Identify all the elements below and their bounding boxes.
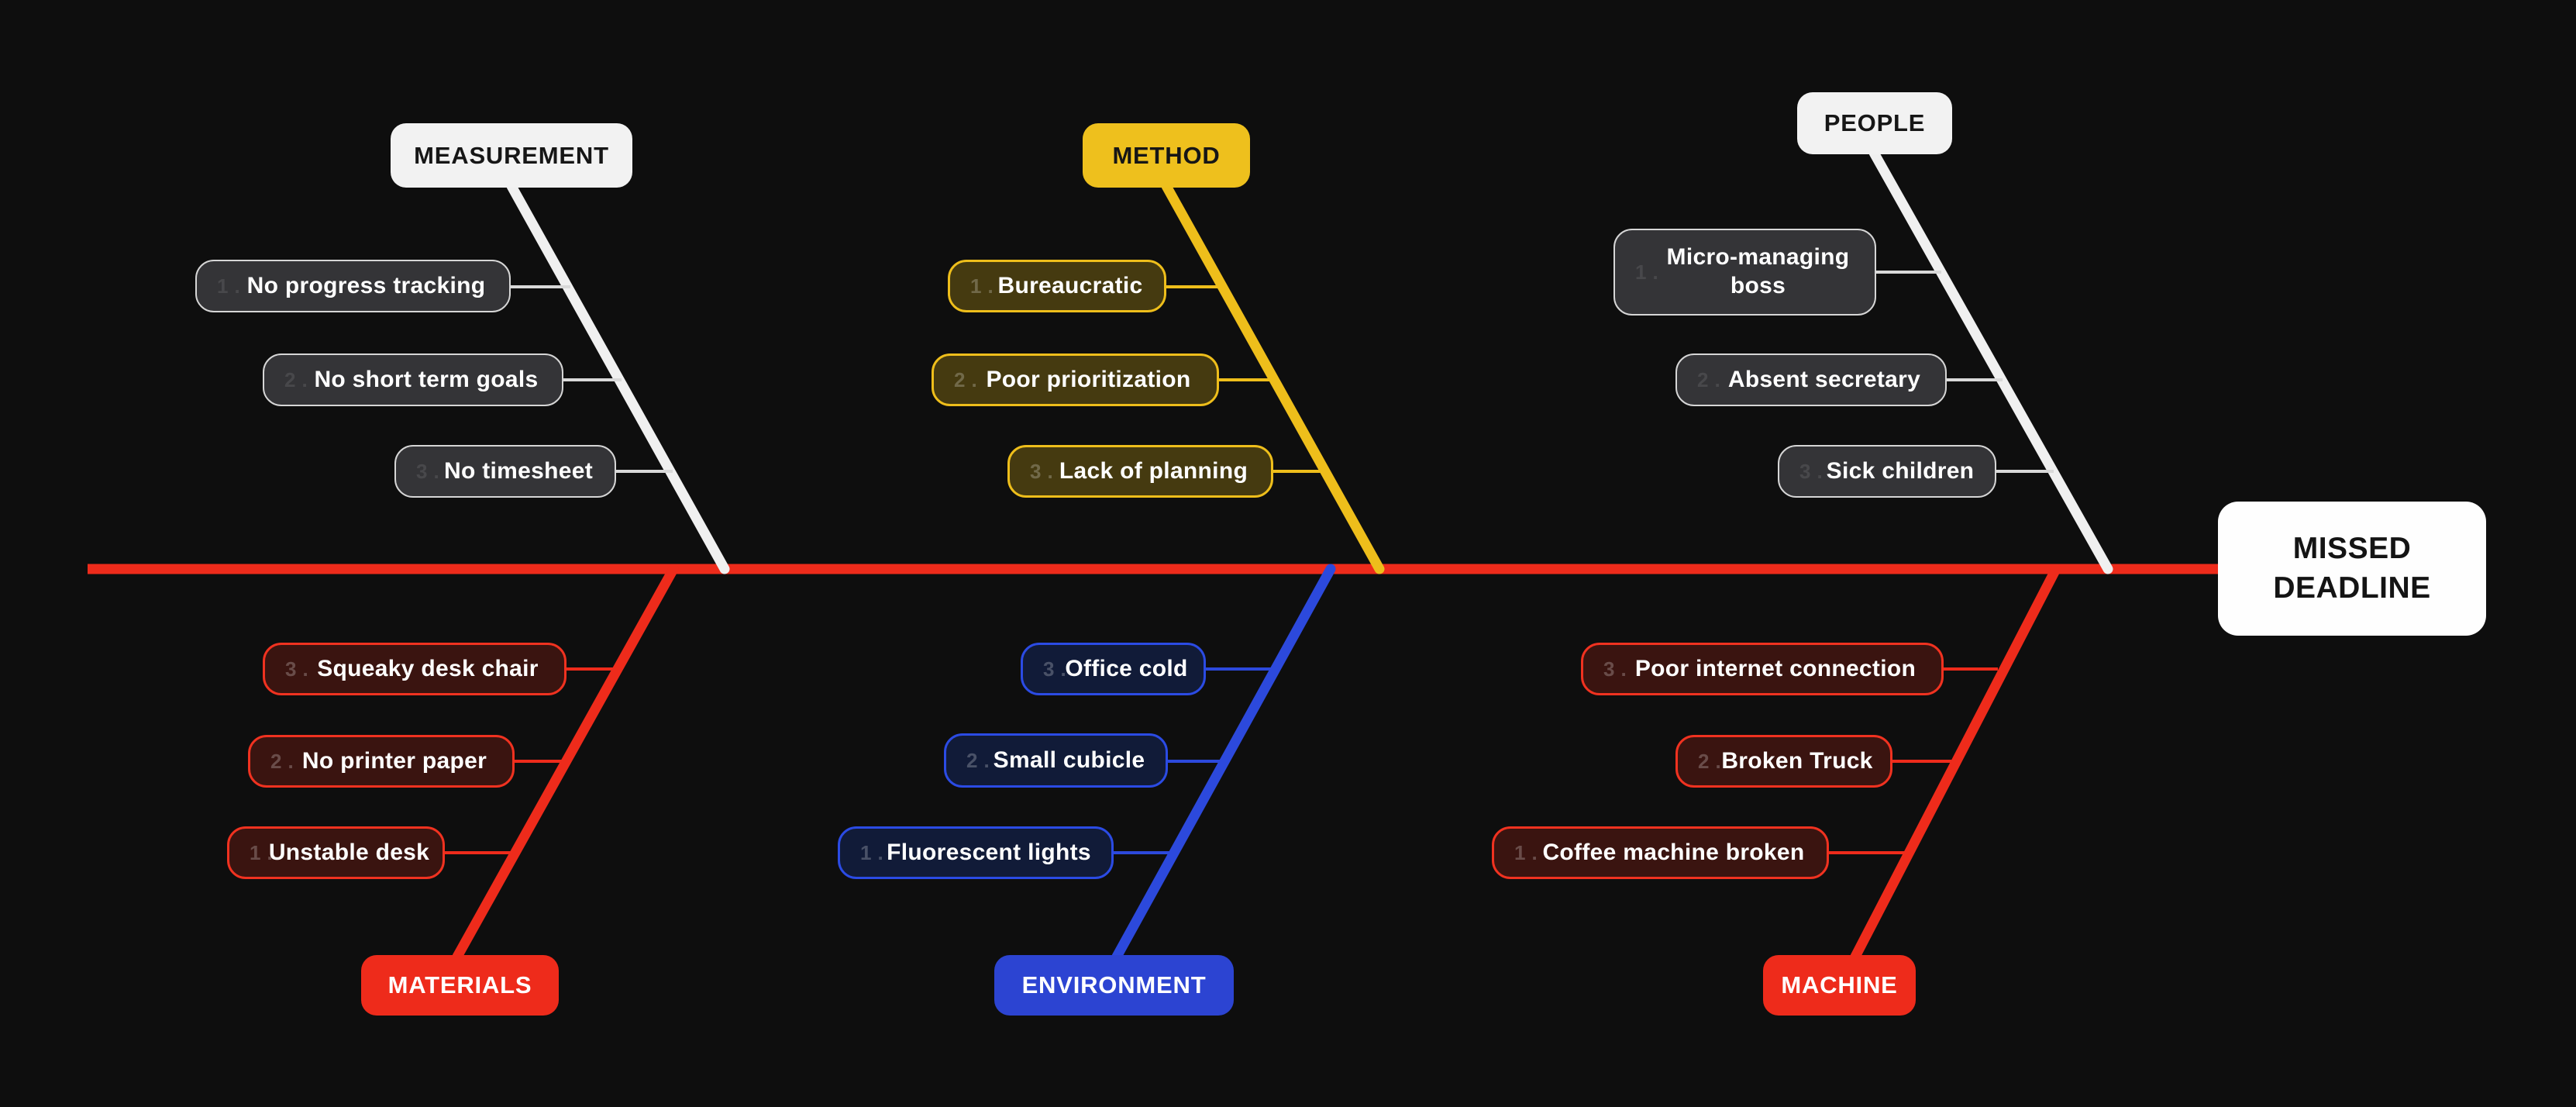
cause-label: Office cold bbox=[1065, 655, 1188, 681]
cause-node-no-printer-paper[interactable]: 2. No printer paper bbox=[248, 735, 515, 788]
cause-number: 3. bbox=[416, 459, 446, 483]
cause-label: Small cubicle bbox=[993, 747, 1145, 773]
cause-label: Broken Truck bbox=[1721, 747, 1873, 774]
cause-label: Bureaucratic bbox=[997, 272, 1143, 298]
cause-node-micro-managing-boss[interactable]: 1. Micro-managing boss bbox=[1613, 229, 1876, 316]
cause-number: 1. bbox=[860, 840, 890, 864]
cause-node-squeaky-desk-chair[interactable]: 3. Squeaky desk chair bbox=[263, 643, 567, 695]
cause-node-no-timesheet[interactable]: 3. No timesheet bbox=[394, 445, 616, 498]
cause-node-broken-truck[interactable]: 2. Broken Truck bbox=[1675, 735, 1892, 788]
cause-label: Sick children bbox=[1826, 457, 1975, 484]
branch-line-measurement bbox=[506, 181, 730, 574]
cause-number: 3. bbox=[1043, 657, 1073, 681]
cause-number: 1. bbox=[217, 274, 246, 298]
cause-number: 2. bbox=[284, 367, 314, 391]
cause-node-bureaucratic[interactable]: 1. Bureaucratic bbox=[948, 260, 1166, 312]
cause-node-small-cubicle[interactable]: 2. Small cubicle bbox=[944, 733, 1168, 788]
branch-label-method[interactable]: METHOD bbox=[1083, 123, 1250, 188]
head-node-missed-deadline[interactable]: MISSED DEADLINE bbox=[2218, 502, 2486, 636]
cause-number: 1. bbox=[1514, 840, 1544, 864]
branch-line-machine bbox=[1850, 564, 2061, 962]
cause-node-lack-of-planning[interactable]: 3. Lack of planning bbox=[1007, 445, 1273, 498]
cause-number: 2. bbox=[966, 748, 996, 772]
cause-number: 3. bbox=[1603, 657, 1633, 681]
cause-number: 1. bbox=[250, 840, 279, 864]
cause-number: 2. bbox=[1697, 367, 1727, 391]
cause-number: 2. bbox=[270, 749, 300, 773]
cause-label: Poor prioritization bbox=[986, 366, 1191, 392]
cause-label: Lack of planning bbox=[1059, 457, 1248, 484]
cause-number: 3. bbox=[1799, 459, 1829, 483]
branch-line-people bbox=[1868, 147, 2113, 574]
cause-label: No printer paper bbox=[301, 747, 487, 774]
cause-label: Fluorescent lights bbox=[887, 839, 1091, 865]
cause-node-no-progress-tracking[interactable]: 1. No progress tracking bbox=[195, 260, 511, 312]
cause-node-coffee-machine-broken[interactable]: 1. Coffee machine broken bbox=[1492, 826, 1829, 879]
cause-label: No progress tracking bbox=[246, 272, 486, 298]
cause-label: Unstable desk bbox=[268, 839, 430, 865]
branch-label-machine[interactable]: MACHINE bbox=[1763, 955, 1916, 1016]
cause-label: Squeaky desk chair bbox=[317, 655, 539, 681]
cause-node-fluorescent-lights[interactable]: 1. Fluorescent lights bbox=[838, 826, 1114, 879]
cause-node-poor-prioritization[interactable]: 2. Poor prioritization bbox=[932, 353, 1219, 406]
branch-label-materials[interactable]: MATERIALS bbox=[361, 955, 559, 1016]
cause-label: No short term goals bbox=[314, 366, 539, 392]
cause-number: 3. bbox=[1030, 459, 1059, 483]
cause-node-office-cold[interactable]: 3. Office cold bbox=[1021, 643, 1206, 695]
cause-number: 1. bbox=[1635, 260, 1665, 284]
cause-number: 2. bbox=[1698, 749, 1727, 773]
cause-label: No timesheet bbox=[444, 457, 593, 484]
cause-number: 3. bbox=[285, 657, 315, 681]
cause-node-absent-secretary[interactable]: 2. Absent secretary bbox=[1675, 353, 1947, 406]
cause-node-sick-children[interactable]: 3. Sick children bbox=[1778, 445, 1996, 498]
cause-label: Absent secretary bbox=[1727, 366, 1921, 392]
branch-label-environment[interactable]: ENVIRONMENT bbox=[994, 955, 1234, 1016]
cause-node-no-short-term-goals[interactable]: 2. No short term goals bbox=[263, 353, 563, 406]
cause-label: Micro-managing boss bbox=[1666, 244, 1850, 298]
branch-label-people[interactable]: PEOPLE bbox=[1797, 92, 1952, 154]
cause-node-poor-internet-connection[interactable]: 3. Poor internet connection bbox=[1581, 643, 1944, 695]
cause-label: Poor internet connection bbox=[1634, 655, 1917, 681]
cause-label: Coffee machine broken bbox=[1542, 839, 1805, 865]
cause-node-unstable-desk[interactable]: 1. Unstable desk bbox=[227, 826, 445, 879]
branch-label-measurement[interactable]: MEASUREMENT bbox=[391, 123, 632, 188]
cause-number: 1. bbox=[970, 274, 1000, 298]
branch-line-method bbox=[1161, 181, 1385, 574]
cause-number: 2. bbox=[954, 367, 983, 391]
